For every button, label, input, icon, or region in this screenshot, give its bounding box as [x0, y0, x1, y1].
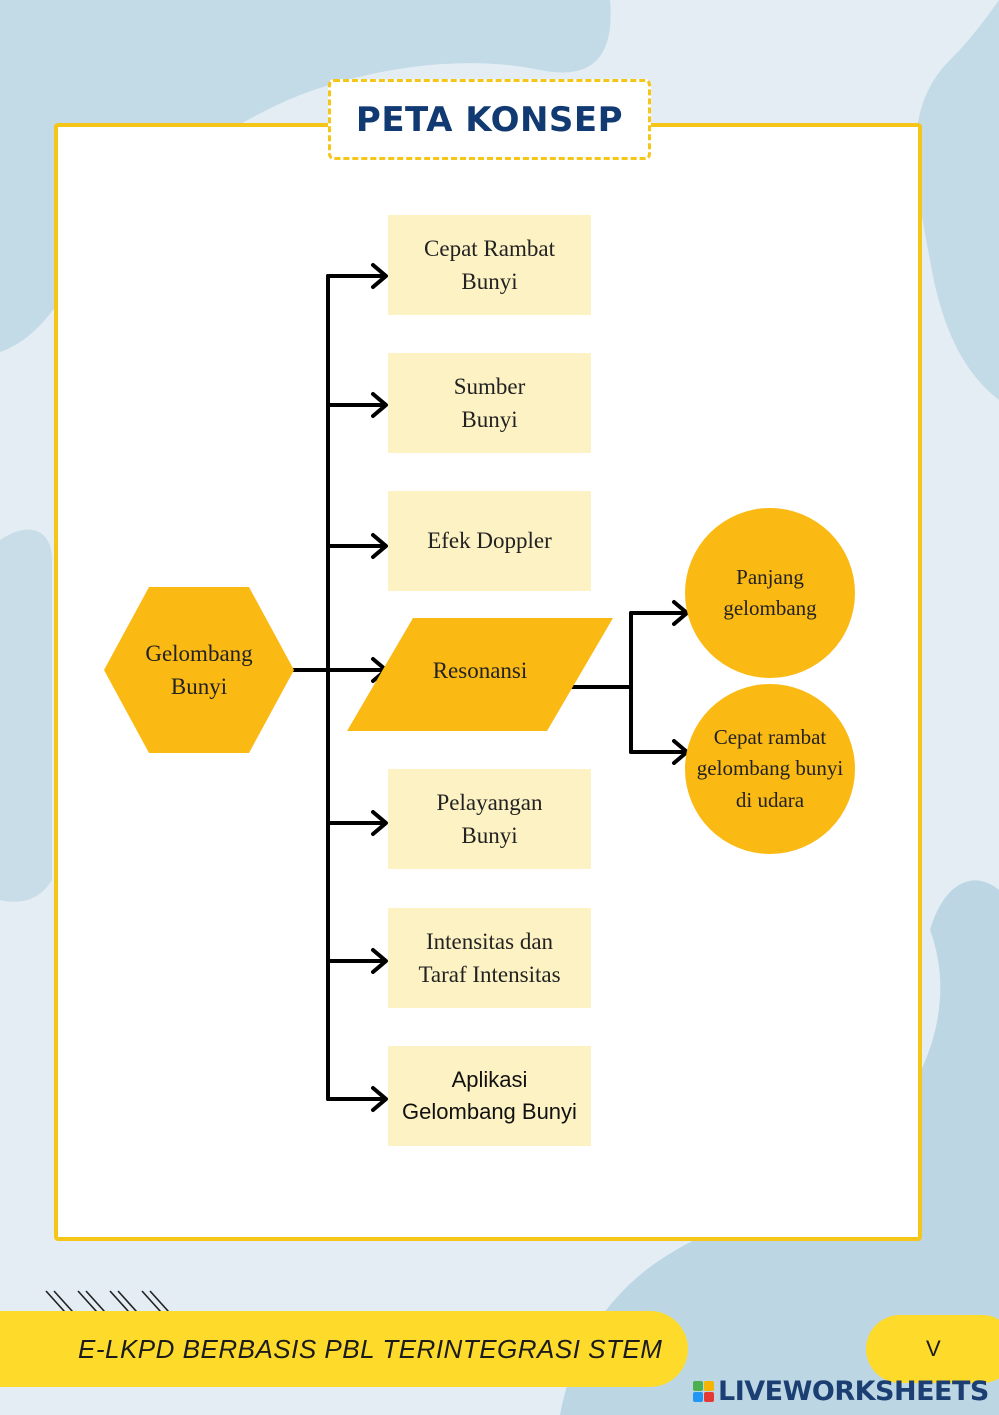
- title-box: PETA KONSEP: [328, 79, 651, 160]
- node-intensitas: Intensitas dan Taraf Intensitas: [388, 908, 591, 1008]
- page-number: V: [926, 1336, 941, 1361]
- node-cepat-rambat-bunyi: Cepat Rambat Bunyi: [388, 215, 591, 315]
- page-title: PETA KONSEP: [355, 99, 624, 140]
- liveworksheets-icon: [693, 1380, 714, 1402]
- node-pelayangan-bunyi: Pelayangan Bunyi: [388, 769, 591, 869]
- node-sumber-bunyi: Sumber Bunyi: [388, 353, 591, 453]
- page-number-badge: V: [866, 1315, 999, 1383]
- liveworksheets-logo[interactable]: LIVEWORKSHEETS: [693, 1375, 989, 1407]
- footer-text: E-LKPD BERBASIS PBL TERINTEGRASI STEM: [78, 1333, 663, 1364]
- root-hexagon-shape: [104, 587, 294, 753]
- resonansi-parallelogram-shape: [347, 618, 613, 731]
- node-efek-doppler: Efek Doppler: [388, 491, 591, 591]
- node-cepat-rambat-udara: Cepat rambat gelombang bunyi di udara: [685, 684, 855, 854]
- liveworksheets-brand: LIVEWORKSHEETS: [718, 1375, 989, 1407]
- footer-bar: E-LKPD BERBASIS PBL TERINTEGRASI STEM: [0, 1311, 688, 1387]
- node-panjang-gelombang: Panjang gelombang: [685, 508, 855, 678]
- node-resonansi: Resonansi: [432, 657, 528, 683]
- root-node-gelombang-bunyi: Gelombang Bunyi: [145, 640, 253, 699]
- node-aplikasi-gelombang-bunyi: Aplikasi Gelombang Bunyi: [388, 1046, 591, 1146]
